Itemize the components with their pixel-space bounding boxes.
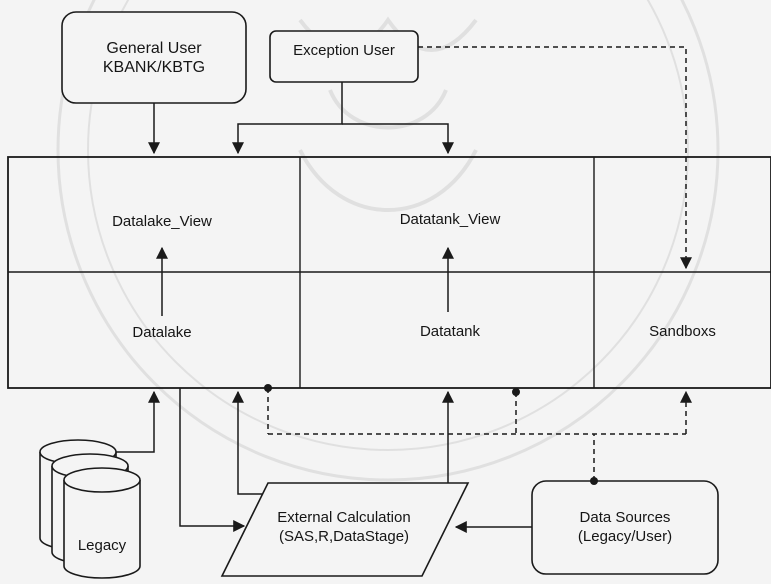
junction-dot [590,477,598,485]
data-sources-label: Data Sources (Legacy/User) [532,505,718,549]
data-sources-line2: (Legacy/User) [578,527,672,546]
general-user-line2: KBANK/KBTG [103,58,205,77]
datalake-label: Datalake [62,323,262,342]
legacy-label: Legacy [64,536,140,555]
general-user-line1: General User [106,39,201,58]
exception-user-split [238,82,342,153]
datatank-view-label: Datatank_View [350,210,550,229]
datatank-label: Datatank [350,322,550,341]
external-calculation-line1: External Calculation [277,508,410,527]
general-user-label: General User KBANK/KBTG [62,12,246,103]
data-sources-line1: Data Sources [580,508,671,527]
external-calculation-line2: (SAS,R,DataStage) [279,527,409,546]
legacy-to-datalake-arrow [116,392,154,452]
junction-dot [264,384,272,392]
sandboxes-label: Sandboxs [594,322,771,341]
legacy-database-icon [40,440,140,578]
datalake-view-label: Datalake_View [62,212,262,231]
calc-to-datalake-arrow [238,392,262,494]
exception-user-text: Exception User [293,41,395,60]
exception-user-label: Exception User [270,31,418,69]
junction-dot [512,388,520,396]
external-calculation-label: External Calculation (SAS,R,DataStage) [244,505,444,549]
